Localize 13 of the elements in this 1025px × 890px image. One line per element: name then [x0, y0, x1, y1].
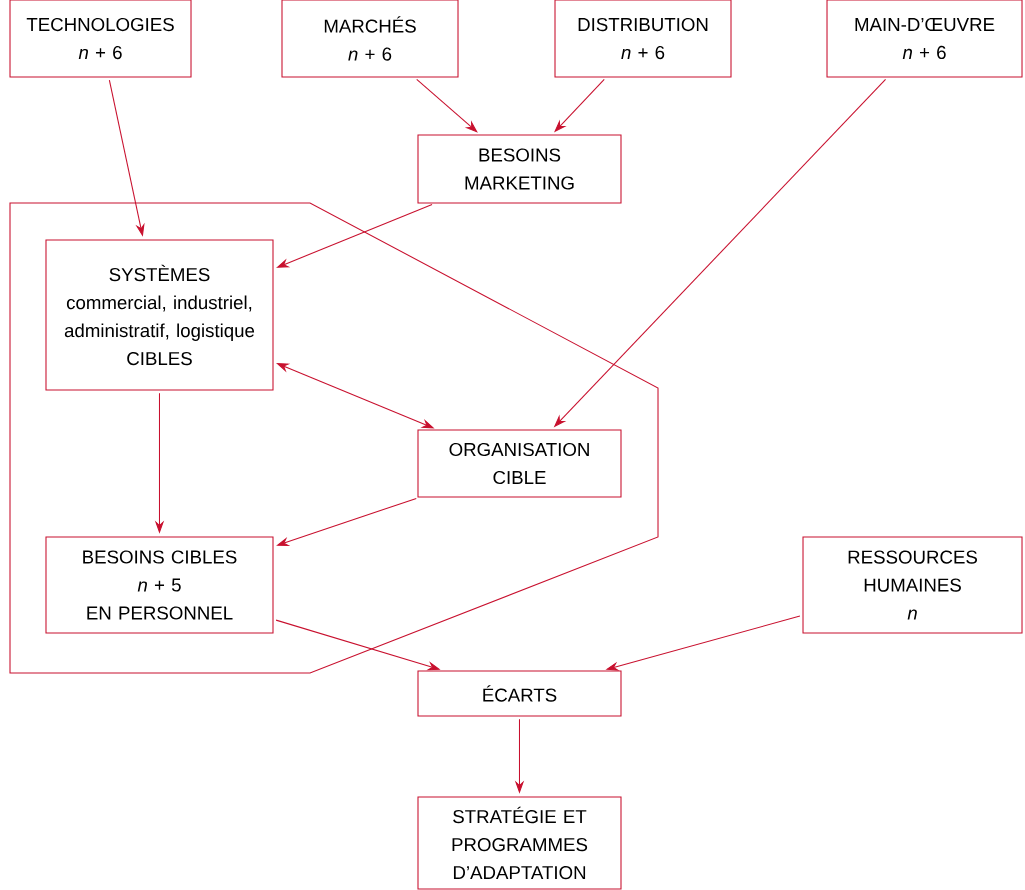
arrow	[416, 78, 478, 133]
arrow	[276, 204, 433, 268]
text-box: BESOINS MARKETING	[417, 134, 622, 204]
text-box: SYSTÈMES commercial, industriel, administratif, logistique CIBLES	[45, 239, 274, 391]
text-box: RESSOURCES HUMAINES n	[802, 536, 1023, 634]
text-box: MAIN-D’ŒUVRE n + 6	[826, 0, 1023, 78]
text-box: ORGANISATION CIBLE	[417, 429, 622, 498]
text-box: ÉCARTS	[417, 670, 622, 717]
text-box: BESOINS CIBLES n + 5 EN PERSONNEL	[45, 536, 274, 634]
text-box: DISTRIBUTION n + 6	[554, 0, 732, 78]
text-box: TECHNOLOGIES n + 6	[9, 0, 192, 78]
text-box: STRATÉGIE ET PROGRAMMES D’ADAPTATION	[417, 796, 622, 890]
text-box: MARCHÉS n + 6	[281, 0, 459, 78]
